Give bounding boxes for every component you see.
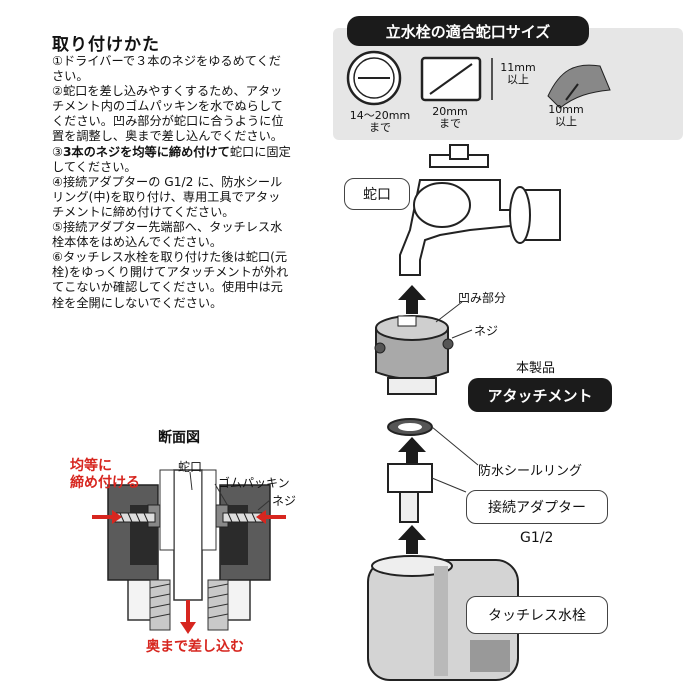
instructions-title: 取り付けかた (52, 35, 160, 55)
cs-screw-label: ネジ (272, 494, 297, 508)
adapter-label: 接続アダプター (466, 490, 608, 524)
cs-gasket-label: ゴムパッキン (218, 476, 290, 490)
insert-label: 奥まで差し込む (146, 639, 244, 655)
notch-label: 凹み部分 (458, 291, 507, 305)
tighten-label-2: 締め付ける (70, 475, 140, 491)
screw-label: ネジ (474, 324, 499, 338)
step-5: ⑤接続アダプター先端部へ、タッチレス水栓本体をはめ込んでください。 (52, 220, 283, 250)
instruction-steps: ①ドライバーで３本のネジをゆるめてください。 ②蛇口を差し込みやすくするため、ア… (52, 54, 292, 311)
attachment-drawing (374, 301, 473, 395)
step-3: ③3本のネジを均等に締め付けて蛇口に固定してください。 (52, 144, 291, 174)
step-6: ⑥タッチレス水栓を取り付けた後は蛇口(元栓)をゆっくり開けてアタッチメントが外れ… (52, 250, 289, 310)
step-1: ①ドライバーで３本のネジをゆるめてください。 (52, 54, 281, 84)
product-label: 本製品 (516, 361, 556, 376)
touchless-faucet-drawing (367, 555, 519, 681)
assembly-arrows (398, 285, 426, 554)
thread-label: G1/2 (520, 530, 554, 546)
step-4: ④接続アダプターの G1/2 に、防水シールリング(中)を取り付け、専用工具でア… (52, 174, 283, 219)
faucet-drawing (399, 144, 561, 276)
cross-section-diagram (92, 469, 286, 634)
faucet-label: 蛇口 (344, 178, 410, 210)
attachment-label: アタッチメント (468, 378, 612, 412)
cross-section-title: 断面図 (158, 430, 200, 446)
step-2: ②蛇口を差し込みやすくするため、アタッチメント内のゴムパッキンを水でぬらしてくだ… (52, 84, 284, 144)
adapter-drawing (387, 418, 479, 523)
seal-ring-label: 防水シールリング (478, 464, 583, 479)
touchless-label: タッチレス水栓 (466, 596, 608, 634)
size-panel-title: 立水栓の適合蛇口サイズ (347, 16, 589, 46)
cs-faucet-label: 蛇口 (178, 460, 203, 474)
tighten-label-1: 均等に (70, 458, 112, 474)
